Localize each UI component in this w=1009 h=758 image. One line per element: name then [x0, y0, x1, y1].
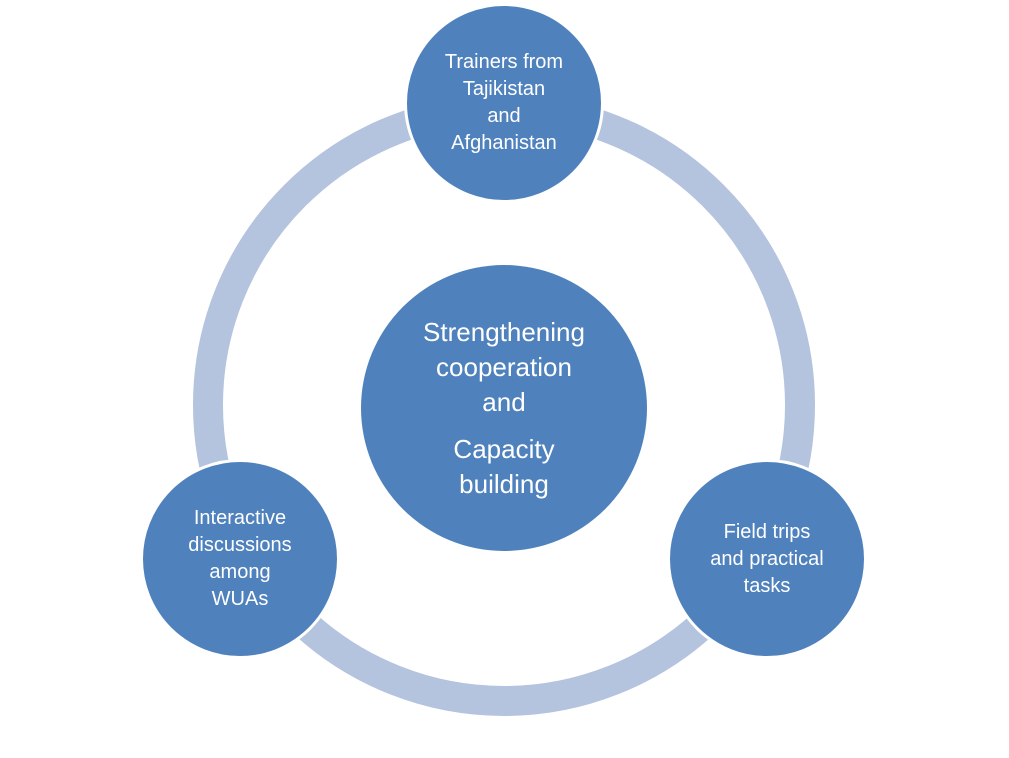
- center-line-5: building: [459, 468, 549, 499]
- center-line-3: and: [482, 386, 526, 417]
- node-field-trips-line-3: tasks: [743, 574, 791, 597]
- node-trainers-line-2: Tajikistan: [462, 78, 546, 100]
- node-discussions-line-1: Interactive: [193, 507, 287, 529]
- node-trainers-line-1: Trainers from: [444, 51, 564, 73]
- node-field-trips-line-2: and practical: [710, 547, 824, 570]
- center-line-2: cooperation: [436, 351, 572, 382]
- center-line-4: Capacity: [453, 433, 555, 464]
- node-trainers-line-4: Afghanistan: [451, 132, 557, 154]
- node-trainers: Trainers from Tajikistan and Afghanistan: [404, 3, 604, 203]
- node-discussions-line-2: discussions: [188, 534, 292, 556]
- node-trainers-line-3: and: [487, 105, 521, 127]
- node-interactive-discussions: Interactive discussions among WUAs: [140, 459, 340, 659]
- node-center-capacity-building: Strengthening cooperation and Capacity b…: [361, 265, 647, 551]
- node-field-trips: Field trips and practical tasks: [667, 459, 867, 659]
- center-line-1: Strengthening: [423, 316, 585, 347]
- node-field-trips-line-1: Field trips: [723, 520, 811, 543]
- node-discussions-line-4: WUAs: [211, 588, 269, 610]
- node-discussions-line-3: among: [209, 561, 271, 583]
